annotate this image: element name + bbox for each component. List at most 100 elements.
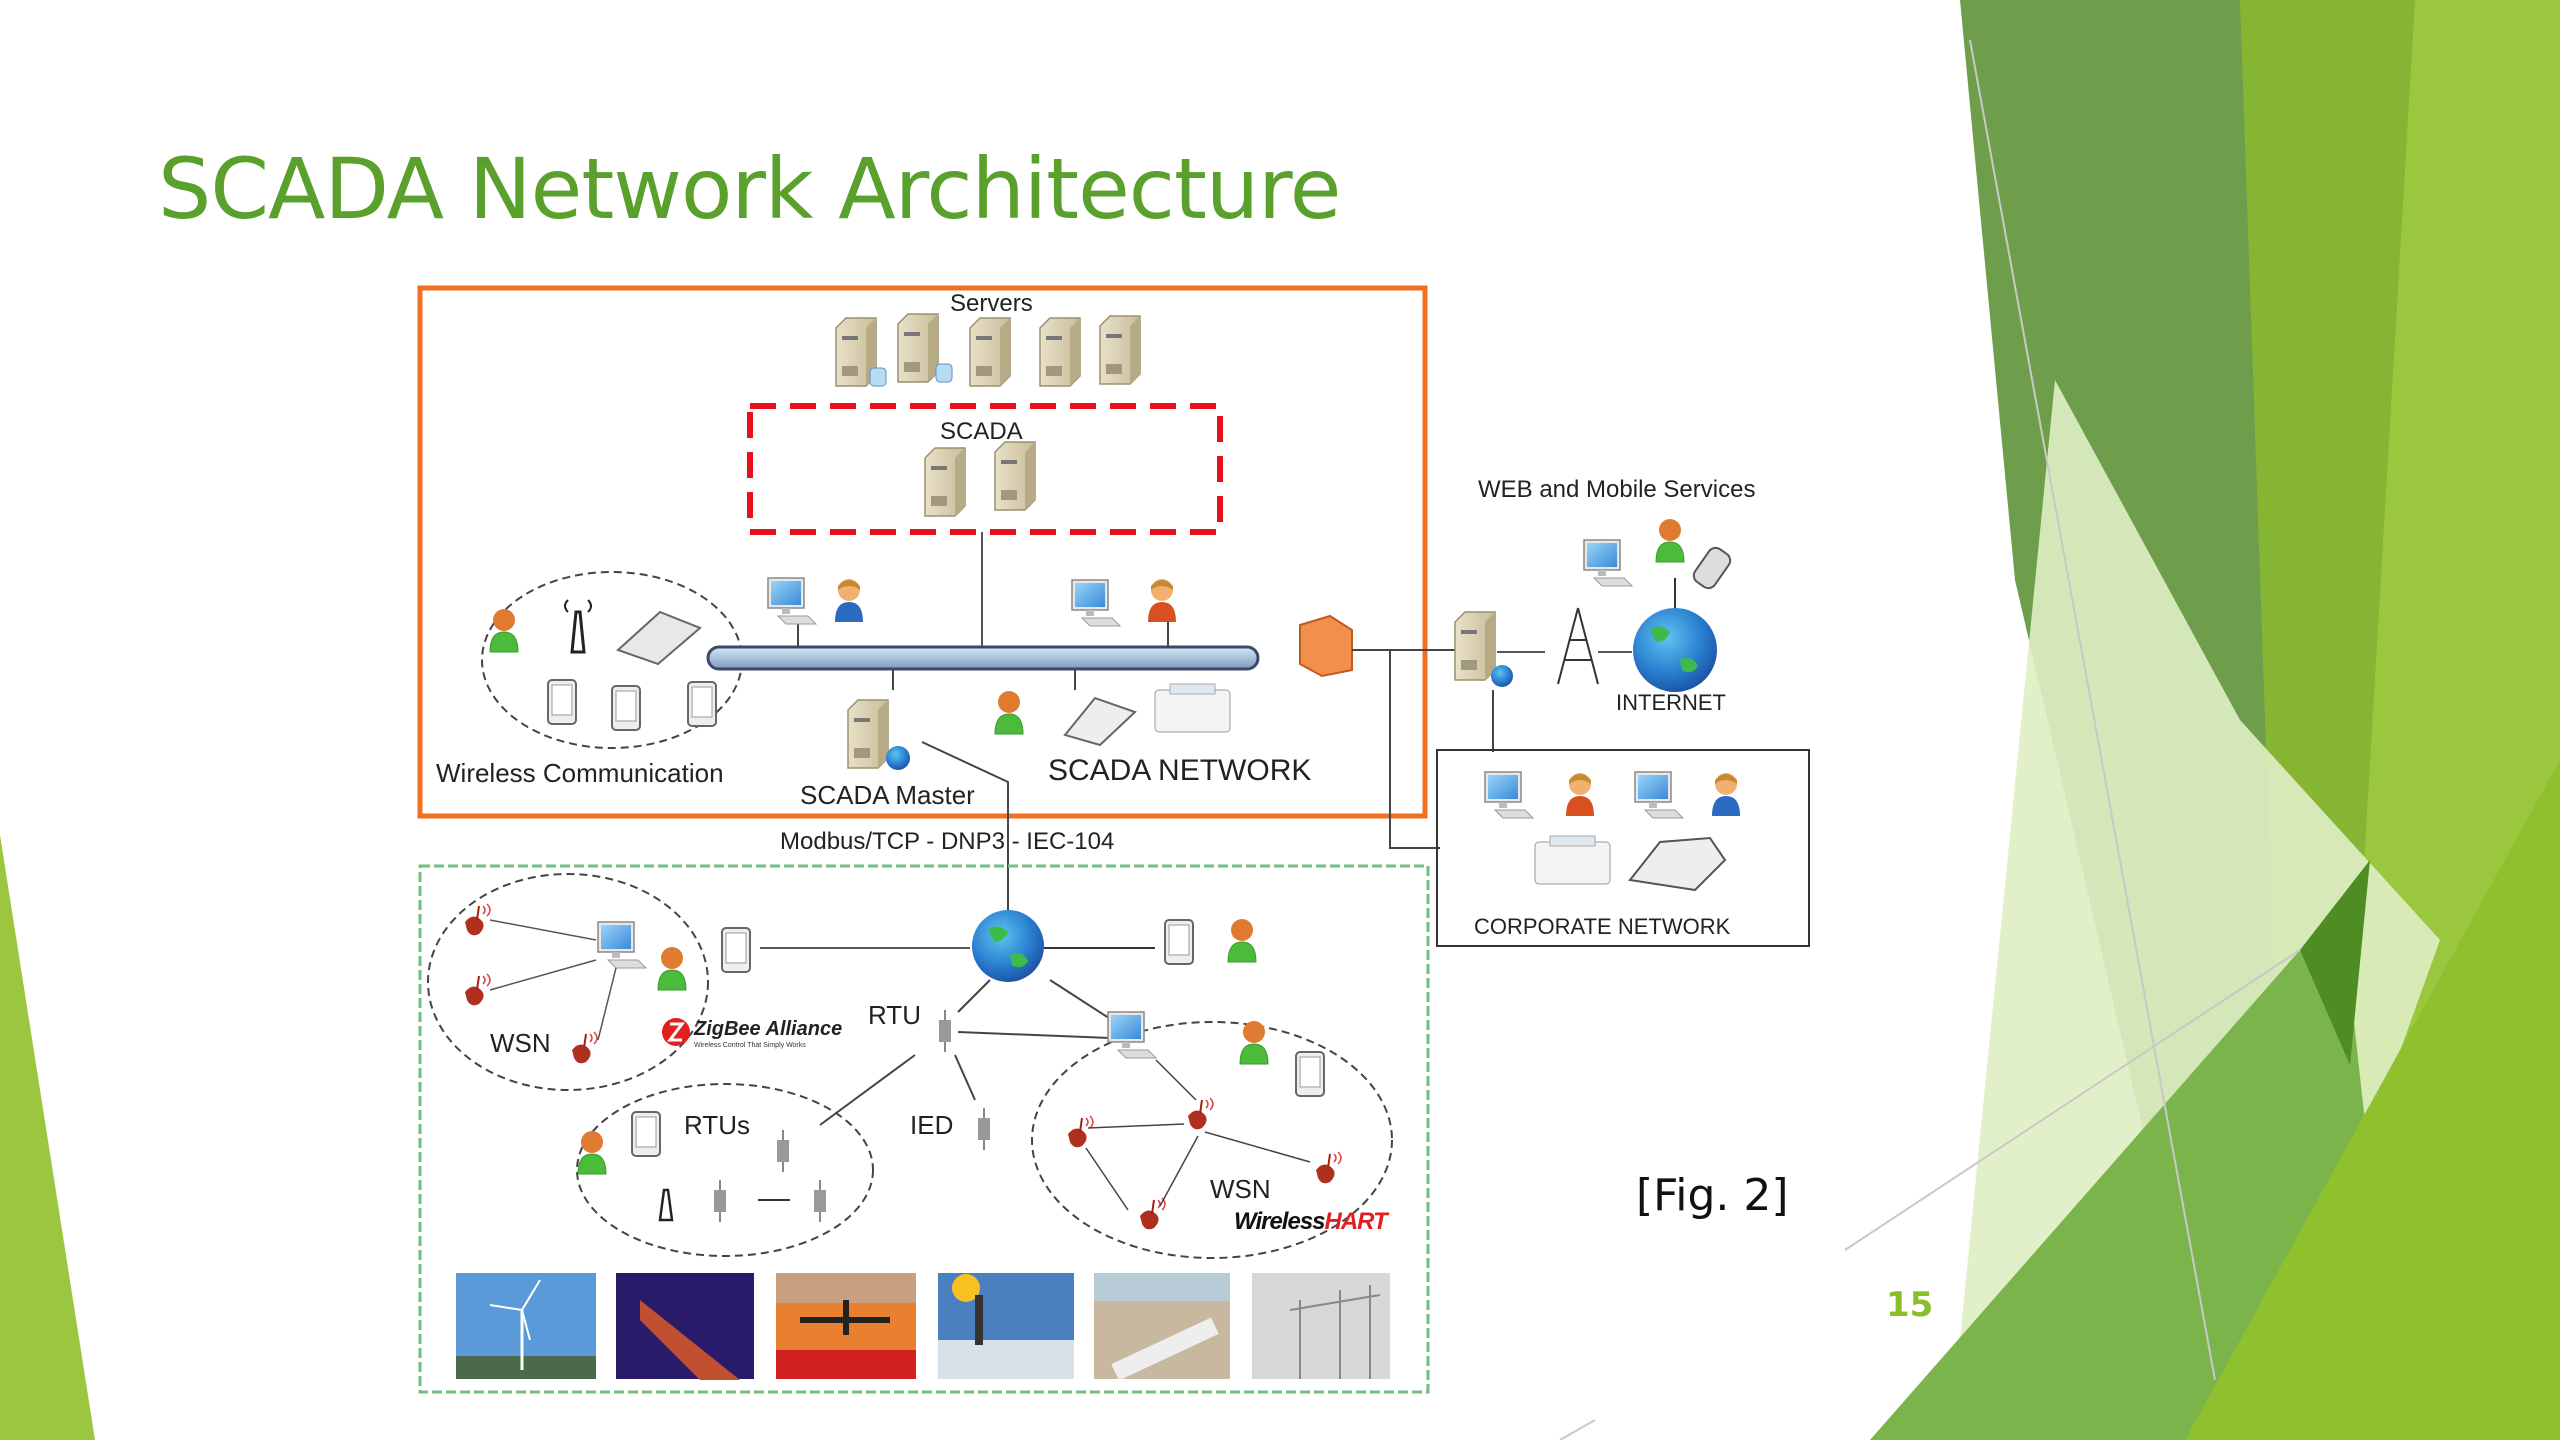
tablet-icon	[721, 927, 751, 973]
zigbee-brand-label: ZigBee Alliance	[694, 1018, 843, 1040]
laptop-icon	[616, 610, 702, 666]
database-icon	[869, 367, 887, 387]
rtus-label: RTUs	[684, 1110, 750, 1140]
rtu-icon	[938, 1009, 952, 1053]
user-icon	[489, 608, 519, 653]
servers-group	[835, 313, 1141, 387]
tablet-icon	[1164, 919, 1194, 965]
rtu-label: RTU	[868, 1000, 921, 1030]
radio-tower-icon	[1557, 607, 1599, 685]
bright-green-triangle	[2185, 760, 2560, 1440]
field-user-icon	[577, 1130, 607, 1175]
wirelesshart-brand-b: HART	[1324, 1208, 1388, 1235]
rtu-icon	[713, 1179, 727, 1223]
wsn-gateway-icon	[597, 921, 647, 969]
wirelesshart-logo: WirelessHART	[1234, 1208, 1388, 1236]
thin-diagonal-2	[1844, 949, 2301, 1251]
thin-diagonal-3	[1559, 1419, 1596, 1440]
scada-label: SCADA	[940, 418, 1023, 445]
photo-oil-rig	[616, 1273, 754, 1380]
field-user-icon	[1227, 918, 1257, 963]
mobile-phone-icon	[1692, 546, 1732, 590]
left-green-wedge	[0, 835, 95, 1440]
field-network-globe-icon	[972, 910, 1044, 982]
rtus-zone	[576, 1083, 874, 1257]
tablet-icon	[547, 679, 577, 725]
photo-wind-turbine	[456, 1273, 596, 1379]
globe-icon	[886, 746, 910, 770]
sensor-mote-icon	[464, 903, 491, 937]
wirelesshart-brand-a: Wireless	[1234, 1208, 1326, 1235]
server-icon	[1039, 317, 1081, 387]
workstation-icon	[1484, 771, 1534, 819]
corporate-network-label: CORPORATE NETWORK	[1474, 914, 1731, 939]
ied-icon	[977, 1107, 991, 1151]
sensor-mote-icon	[571, 1031, 598, 1065]
handheld-icon	[1295, 1051, 1325, 1097]
wsn-left-label: WSN	[490, 1028, 551, 1058]
slide-title: SCADA Network Architecture	[158, 140, 1341, 238]
page-number: 15	[1886, 1285, 1934, 1325]
scada-server-icon	[924, 447, 966, 517]
wireless-communication-label: Wireless Communication	[436, 758, 724, 788]
employee-icon	[1712, 773, 1740, 816]
tablet-icon	[631, 1111, 661, 1157]
server-icon	[969, 317, 1011, 387]
figure-caption: [Fig. 2]	[1636, 1170, 1789, 1221]
wsn-zigbee-zone	[427, 873, 709, 1091]
field-user-icon	[657, 946, 687, 991]
field-zone-border	[418, 864, 1430, 1394]
database-icon	[935, 363, 953, 383]
zigbee-tagline: Wireless Control That Simply Works	[694, 1042, 806, 1049]
operator-icon	[1148, 579, 1176, 622]
user-icon	[994, 690, 1024, 735]
wireless-sensor-icon	[1067, 1115, 1094, 1149]
rtu-icon	[813, 1179, 827, 1223]
laptop-icon	[1063, 696, 1137, 747]
pda-icon	[687, 681, 717, 727]
printer-icon	[1534, 835, 1611, 885]
mobile-user-icon	[1655, 518, 1685, 563]
workstation-icon	[767, 577, 817, 625]
server-icon	[897, 313, 939, 383]
photo-airplane	[776, 1273, 916, 1379]
wireless-sensor-icon	[1315, 1151, 1342, 1185]
operator-icon	[835, 579, 863, 622]
scada-master-server-icon	[847, 699, 889, 769]
server-icon	[1099, 315, 1141, 385]
thin-diagonal-1	[1969, 39, 2216, 1381]
wsn-gateway-icon	[1107, 1011, 1157, 1059]
fax-icon	[1628, 836, 1727, 892]
scada-server-icon	[994, 441, 1036, 511]
web-mobile-services-label: WEB and Mobile Services	[1478, 476, 1756, 503]
scada-zone-border	[417, 285, 1428, 819]
protocols-label: Modbus/TCP - DNP3 - IEC-104	[780, 828, 1115, 855]
firewall-icon	[1299, 614, 1353, 678]
sensor-mote-icon	[464, 973, 491, 1007]
workstation-icon	[1634, 771, 1684, 819]
scada-master-label: SCADA Master	[800, 780, 975, 810]
wireless-sensor-icon	[1187, 1097, 1214, 1131]
zigbee-logo	[662, 1018, 690, 1046]
phone-icon	[611, 685, 641, 731]
web-server-icon	[1454, 611, 1496, 681]
employee-icon	[1566, 773, 1594, 816]
workstation-icon	[1071, 579, 1121, 627]
photo-power-lines	[1252, 1273, 1390, 1379]
scada-network-label: SCADA NETWORK	[1048, 754, 1312, 787]
ied-label: IED	[910, 1110, 954, 1140]
dark-accent	[2300, 860, 2370, 1065]
photo-gas-flare	[938, 1273, 1074, 1379]
workstation-icon	[1583, 539, 1633, 587]
wsn-right-label: WSN	[1210, 1174, 1271, 1204]
wsn-wirelesshart-zone	[1031, 1021, 1393, 1259]
servers-label: Servers	[950, 290, 1033, 317]
internet-label: INTERNET	[1616, 690, 1726, 715]
printer-icon	[1154, 683, 1231, 733]
antenna-icon	[658, 1188, 674, 1222]
corporate-network-box	[1436, 749, 1810, 947]
scada-network-bus	[706, 645, 1260, 671]
globe-icon	[1491, 665, 1513, 687]
